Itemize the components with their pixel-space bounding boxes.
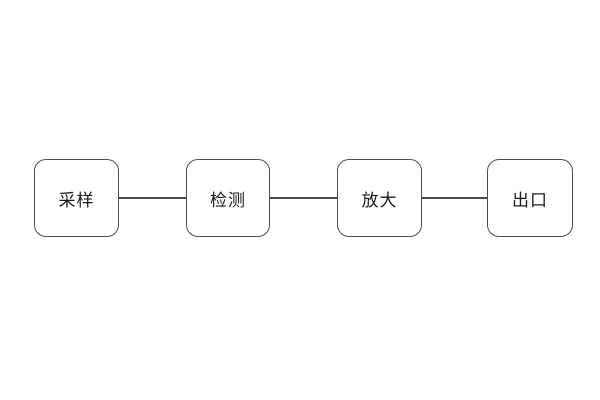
flow-node-amplify: 放大: [337, 159, 422, 237]
flow-node-detection: 检测: [186, 159, 270, 237]
flow-node-sampling: 采样: [34, 159, 119, 237]
connector-detection-amplify: [270, 197, 337, 199]
flow-node-amplify-label: 放大: [361, 190, 398, 210]
flow-node-detection-label: 检测: [210, 190, 246, 210]
connector-amplify-exit: [422, 197, 487, 199]
flow-node-sampling-label: 采样: [58, 190, 95, 210]
flow-node-exit-label: 出口: [512, 190, 548, 210]
connector-sampling-detection: [119, 197, 186, 199]
flow-node-exit: 出口: [487, 159, 573, 237]
